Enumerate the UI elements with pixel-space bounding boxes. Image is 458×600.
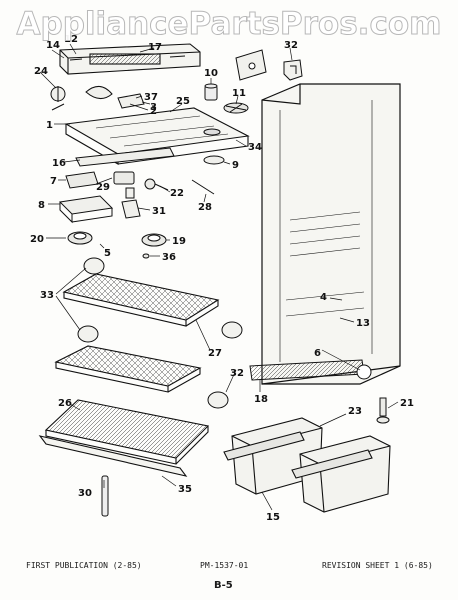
callout-33-left: 33 [40,290,54,301]
thermostat-part [50,86,145,111]
callout-25: 25 [176,96,190,107]
callout-35: 35 [178,484,192,495]
leader-lines [39,43,399,511]
callout-8: 8 [38,200,45,211]
part-callouts: 14 12 17 32 24 37 10 3 25 2 1 11 34 16 9… [30,34,414,523]
callout-36: 36 [162,252,176,263]
callout-6: 6 [314,348,321,359]
damper-box-part [58,187,141,224]
page-number: B-5 [214,580,233,591]
callout-16: 16 [52,158,66,169]
callout-20: 20 [30,234,44,245]
crisper-drawer-right [291,435,391,513]
callout-13: 13 [356,318,370,329]
crisper-cover-shelf [38,399,210,477]
callout-9: 9 [232,160,239,171]
callout-31: 31 [152,206,166,217]
support-bar-part [101,475,109,517]
callout-17: 17 [148,42,162,53]
callout-27: 27 [208,348,222,359]
exploded-parts-diagram: 14 12 17 32 24 37 10 3 25 2 1 11 34 16 9… [30,34,414,523]
first-publication-note: FIRST PUBLICATION (2-85) [26,561,142,570]
light-socket-part [204,83,218,101]
publication-number: PM-1537-01 [200,561,249,570]
callout-32: 32 [284,40,298,51]
callout-2: 2 [150,106,157,117]
callout-14: 14 [46,40,60,51]
callout-26: 26 [58,398,72,409]
callout-15: 15 [266,512,280,523]
evaporator-cover-part [64,107,250,165]
hinge-bracket-part [235,49,303,81]
callout-3: 3 [150,102,157,113]
callout-18: 18 [254,394,268,405]
callout-37: 37 [144,92,158,103]
callout-11: 11 [232,88,246,99]
wire-shelf-upper [62,273,220,327]
callout-30: 30 [78,488,92,499]
callout-19: 19 [172,236,186,247]
callout-5: 5 [104,248,111,259]
fan-blade-part [223,102,249,114]
callout-29: 29 [96,182,110,193]
callout-28: 28 [198,202,212,213]
callout-22: 22 [170,188,184,199]
revision-note: REVISION SHEET 1 (6-85) [322,561,433,570]
control-knobs-part [67,231,167,259]
kick-plate-part [249,359,390,424]
wire-shelf-middle [54,345,202,393]
callout-7: 7 [50,176,57,187]
cabinet-liner [261,83,401,385]
control-cluster-part [65,171,215,195]
callout-4: 4 [320,292,327,303]
callout-23: 23 [348,406,362,417]
control-housing-part [59,43,201,75]
shelf-end-caps-part [77,257,243,409]
callout-1: 1 [46,120,53,131]
callout-24: 24 [34,66,48,77]
drain-trough-part [75,147,225,167]
callout-10: 10 [204,68,218,79]
callout-34: 34 [248,142,262,153]
watermark-logo: AppliancePartsPros.com [16,6,442,43]
callout-12: 12 [64,34,78,45]
callout-32-lower: 32 [230,368,244,379]
callout-21: 21 [400,398,414,409]
